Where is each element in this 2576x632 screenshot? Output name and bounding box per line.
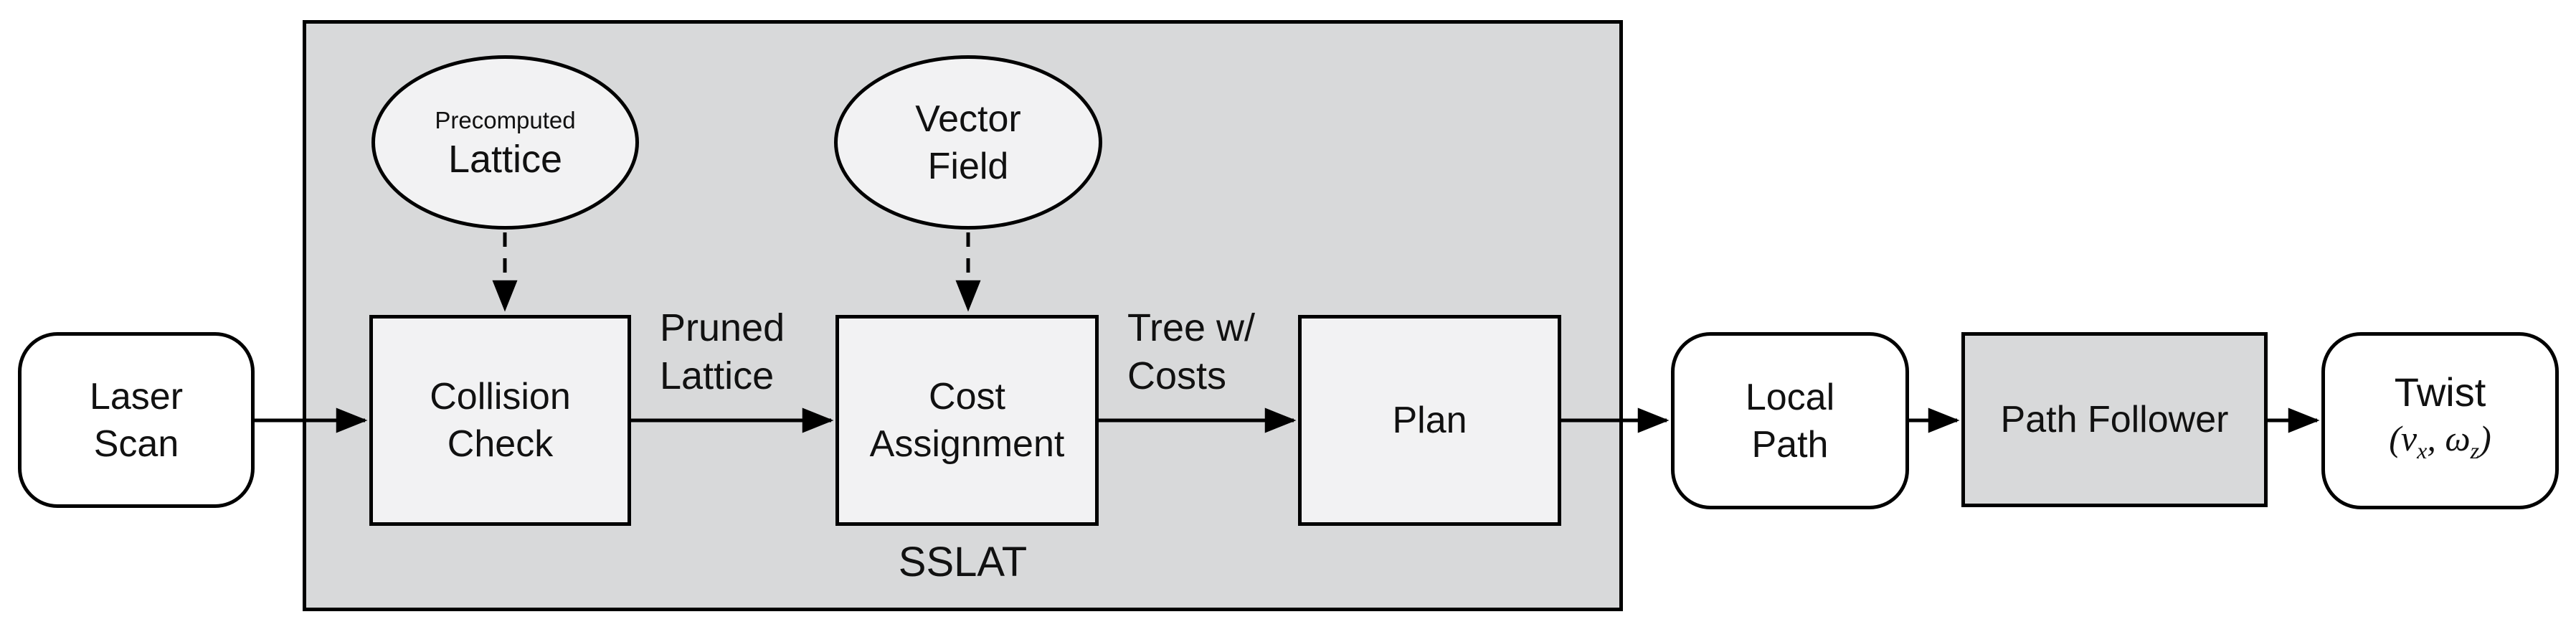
plan-label: Plan: [1392, 400, 1467, 441]
collision-check-label-line2: Check: [447, 423, 554, 465]
sslat-container-title: SSLAT: [898, 539, 1028, 585]
pruned-lattice-edge-label-line2: Lattice: [660, 354, 775, 397]
precomputed-lattice-label-line1: Precomputed: [435, 106, 576, 133]
vector-field-ellipse: Vector Field: [834, 55, 1102, 230]
twist-formula-paren-open: (: [2389, 418, 2401, 458]
laser-scan-node: Laser Scan: [18, 332, 255, 508]
plan-node: Plan: [1298, 315, 1561, 526]
twist-label: Twist: [2394, 369, 2486, 415]
tree-w-costs-edge-label-line2: Costs: [1127, 354, 1227, 397]
twist-formula-v: v: [2400, 418, 2418, 458]
twist-formula-paren-close: ): [2479, 418, 2491, 458]
precomputed-lattice-ellipse: Precomputed Lattice: [371, 55, 639, 230]
cost-assignment-node: Cost Assignment: [835, 315, 1099, 526]
twist-formula-omega: ω: [2445, 418, 2471, 458]
collision-check-node: Collision Check: [369, 315, 631, 526]
precomputed-lattice-label-line2: Lattice: [448, 137, 563, 181]
laser-scan-label-line2: Scan: [93, 423, 179, 465]
twist-formula-v-sub: x: [2417, 438, 2428, 463]
tree-w-costs-edge-label-line1: Tree w/: [1127, 306, 1256, 349]
twist-node: Twist (vx, ωz): [2321, 332, 2559, 509]
local-path-label-line1: Local: [1745, 376, 1835, 418]
twist-formula-omega-sub: z: [2470, 438, 2480, 463]
twist-formula-comma: ,: [2427, 418, 2445, 458]
cost-assignment-label-line2: Assignment: [869, 423, 1065, 465]
vector-field-label-line2: Field: [927, 145, 1009, 187]
vector-field-label-line1: Vector: [915, 98, 1021, 140]
cost-assignment-label-line1: Cost: [929, 376, 1005, 418]
pruned-lattice-edge-label-line1: Pruned: [660, 306, 785, 349]
collision-check-label-line1: Collision: [430, 376, 571, 418]
twist-formula: (vx, ωz): [2389, 416, 2491, 473]
local-path-label-line2: Path: [1751, 423, 1829, 466]
tree-w-costs-edge-label: Tree w/ Costs: [1127, 304, 1255, 400]
path-follower-node: Path Follower: [1961, 332, 2268, 507]
path-follower-label: Path Follower: [2000, 399, 2229, 440]
local-path-node: Local Path: [1671, 332, 1909, 509]
laser-scan-label-line1: Laser: [89, 375, 184, 418]
pruned-lattice-edge-label: Pruned Lattice: [660, 304, 785, 400]
